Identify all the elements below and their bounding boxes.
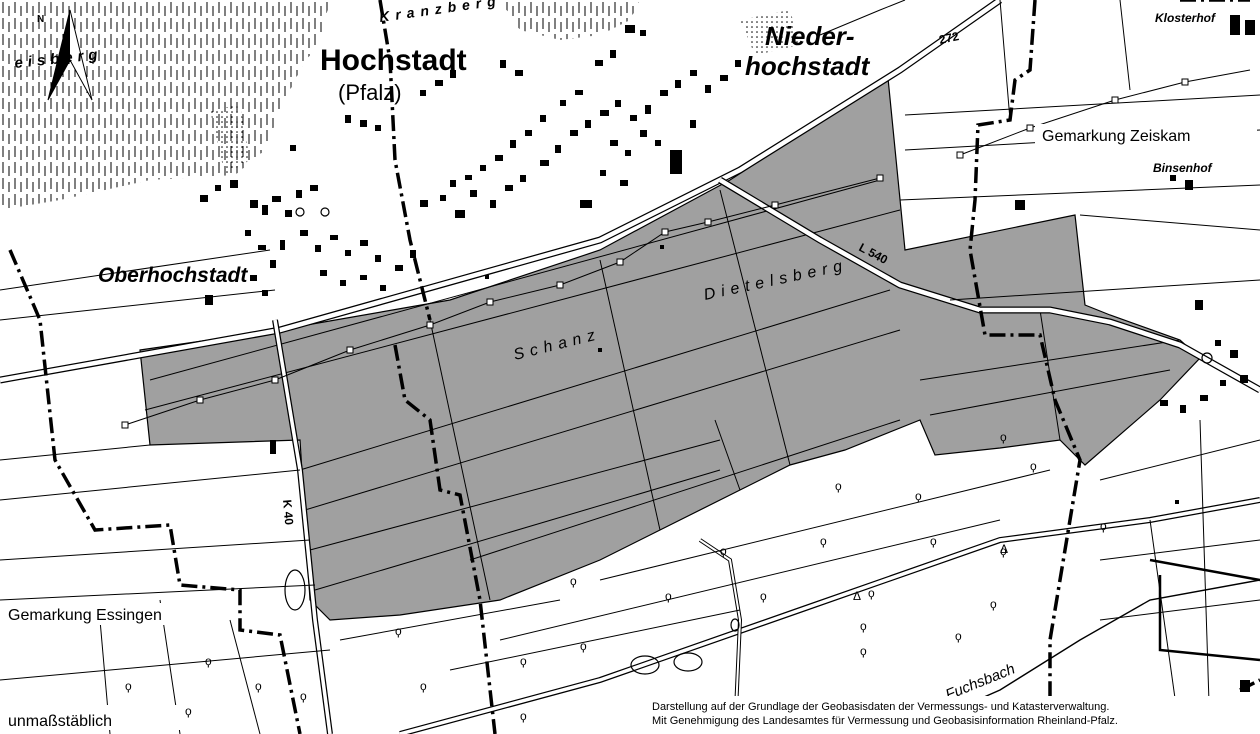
label-kranzberg: Kranzberg: [378, 0, 502, 25]
svg-text:ϙ: ϙ: [760, 589, 767, 603]
svg-text:ϙ: ϙ: [255, 679, 262, 693]
svg-text:ϙ: ϙ: [420, 679, 427, 693]
svg-text:Δ: Δ: [1000, 542, 1008, 556]
svg-text:ϙ: ϙ: [570, 574, 577, 588]
svg-text:ϙ: ϙ: [860, 619, 867, 633]
svg-text:ϙ: ϙ: [185, 704, 192, 718]
label-nieder: Nieder-: [765, 21, 855, 51]
svg-text:ϙ: ϙ: [820, 534, 827, 548]
svg-text:ϙ: ϙ: [395, 624, 402, 638]
scale-note-bg: [5, 705, 185, 730]
ponds: [284, 207, 1213, 675]
dotted-sand-area-2: [740, 10, 800, 55]
field-boundaries: [144, 179, 1181, 601]
attribution-line-1: Darstellung auf der Grundlage der Geobas…: [652, 701, 1109, 713]
meadow-hatch-area: [0, 0, 330, 210]
attribution-line-2: Mit Genehmigung des Landesamtes für Verm…: [652, 715, 1118, 727]
svg-text:ϙ: ϙ: [125, 679, 132, 693]
svg-text:ϙ: ϙ: [520, 709, 527, 723]
town-buildings: [200, 15, 1255, 692]
scale-note: unmaßstäblich: [8, 713, 112, 730]
svg-text:ϙ: ϙ: [1100, 519, 1107, 533]
label-road-272: 272: [938, 29, 961, 47]
north-label: N: [37, 14, 44, 25]
label-bg-zeiskam: [1035, 124, 1257, 146]
svg-text:ϙ: ϙ: [860, 644, 867, 658]
label-bg-essingen: [5, 603, 215, 625]
meadow-hatch-area-2: [500, 0, 640, 40]
power-line-pylons: [121, 78, 1189, 429]
label-hochstadt: Hochstadt: [320, 44, 467, 77]
svg-text:ϙ: ϙ: [520, 654, 527, 668]
svg-text:ϙ: ϙ: [915, 489, 922, 503]
label-road-k40: K 40: [280, 499, 296, 526]
svg-text:ϙ: ϙ: [1000, 430, 1007, 444]
thick-boundary-se: [1149, 558, 1260, 662]
label-gemarkung-essingen: Gemarkung Essingen: [8, 607, 162, 624]
svg-text:ϙ: ϙ: [205, 654, 212, 668]
svg-text:ϙ: ϙ: [580, 639, 587, 653]
svg-text:ϙ: ϙ: [990, 597, 997, 611]
label-gemarkung-zeiskam: Gemarkung Zeiskam: [1042, 128, 1191, 145]
svg-text:ϙ: ϙ: [665, 589, 672, 603]
svg-text:ϙ: ϙ: [720, 544, 727, 558]
svg-text:Δ: Δ: [853, 589, 861, 603]
label-klosterhof: Klosterhof: [1155, 11, 1216, 25]
label-hochstadt-lower: hochstadt: [745, 51, 871, 81]
label-binsenhof: Binsenhof: [1153, 161, 1213, 175]
label-oberhochstadt: Oberhochstadt: [98, 264, 248, 287]
north-arrow-icon: [47, 9, 93, 101]
attribution-bg: [648, 696, 1260, 734]
svg-text:ϙ: ϙ: [930, 534, 937, 548]
label-pfalz: (Pfalz): [338, 80, 402, 105]
svg-text:ϙ: ϙ: [835, 479, 842, 493]
svg-text:ϙ: ϙ: [955, 629, 962, 643]
svg-text:ϙ: ϙ: [1000, 544, 1007, 558]
dotted-sand-area: [210, 105, 250, 175]
svg-text:ϙ: ϙ: [300, 689, 307, 703]
svg-text:ϙ: ϙ: [868, 586, 875, 600]
svg-text:ϙ: ϙ: [1030, 459, 1037, 473]
